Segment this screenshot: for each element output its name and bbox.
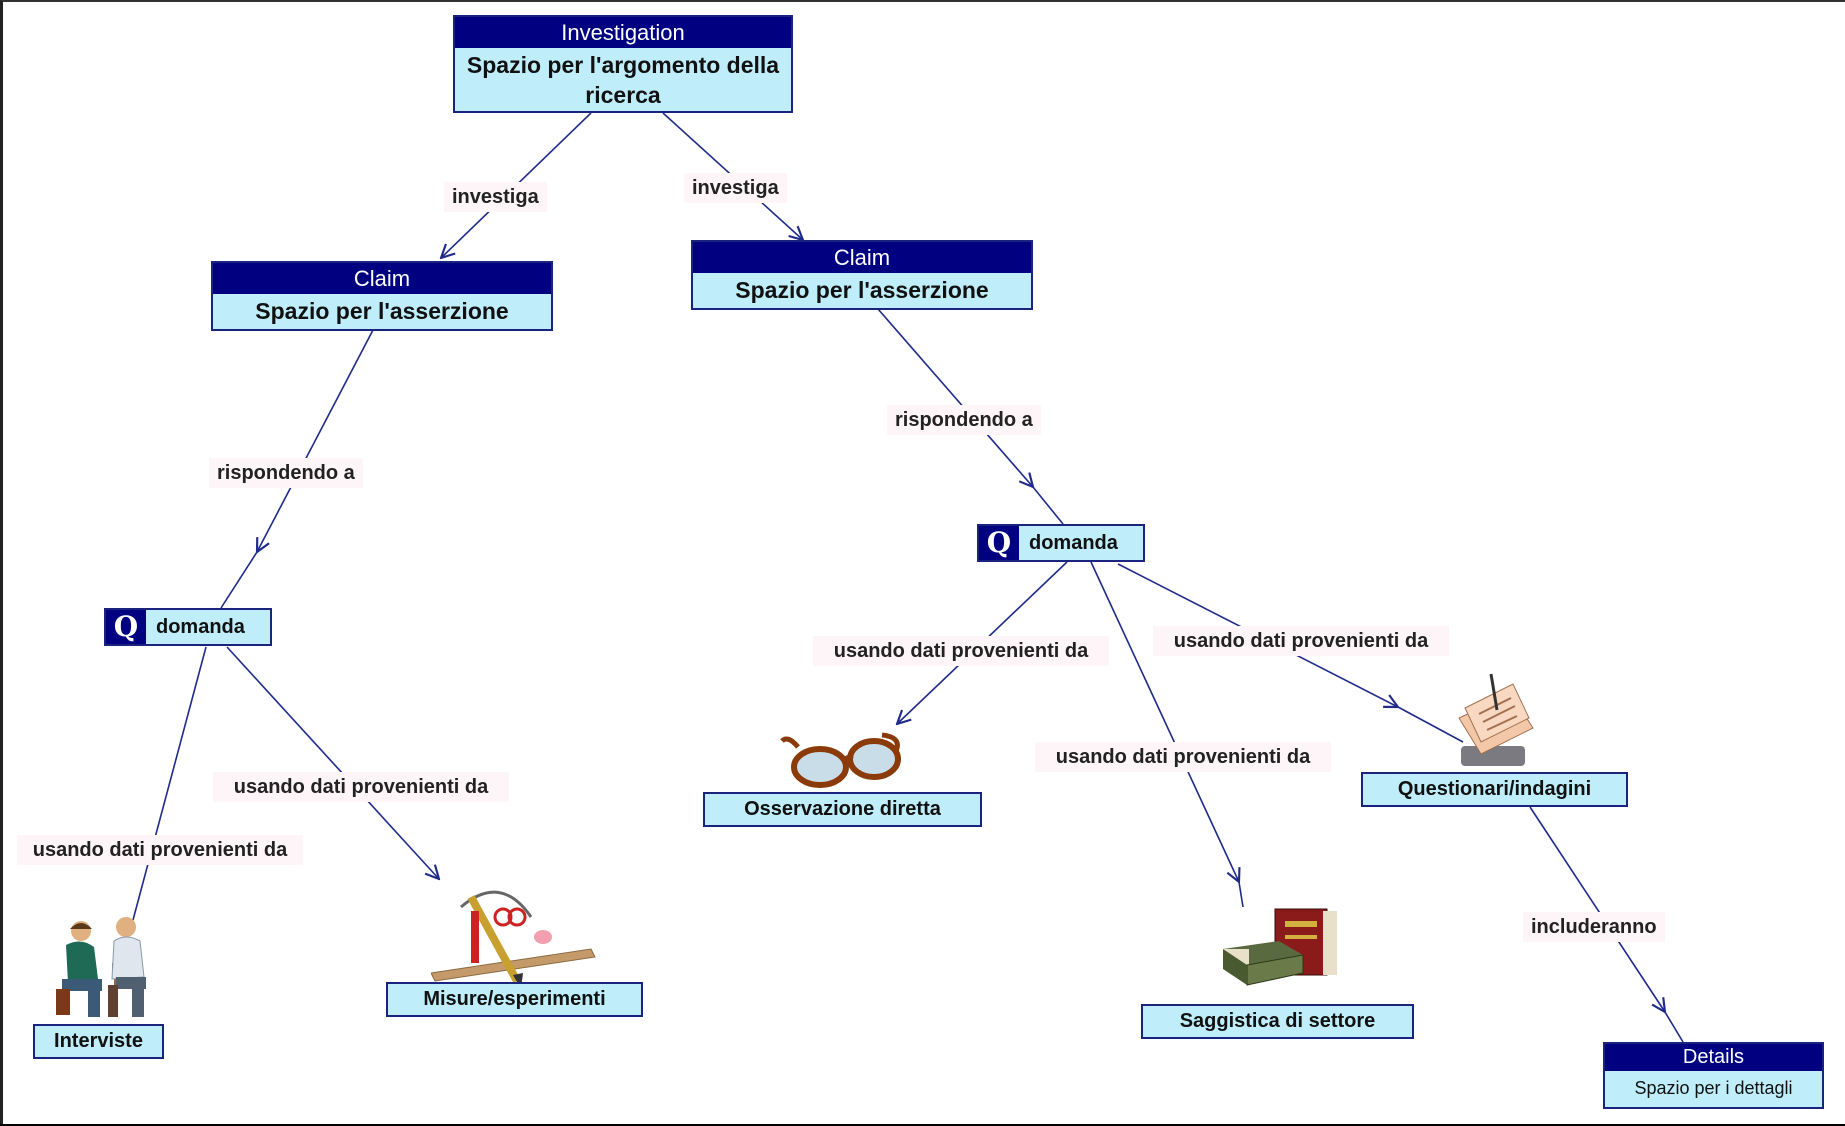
link-label-investiga-right: investiga [684,173,787,203]
q-badge: Q [106,610,146,644]
details-header: Details [1605,1044,1822,1071]
question-node-left[interactable]: Q domanda [104,608,272,646]
investigation-node[interactable]: Investigation Spazio per l'argomento del… [453,15,793,113]
link-label-usando-misure: usando dati provenienti da [213,772,509,802]
link-claim-domanda-left [257,329,374,552]
paper-forms-icon [1458,673,1534,766]
claim-text: Spazio per l'asserzione [255,298,509,324]
people-interview-icon [56,917,146,1017]
connector-lines [132,112,1684,1043]
leaf-misure[interactable]: Misure/esperimenti [386,982,643,1017]
question-node-right[interactable]: Q domanda [977,524,1145,562]
details-node[interactable]: Details Spazio per i dettagli [1603,1042,1824,1109]
link-domanda-saggistica [1090,561,1239,882]
investigation-text: Spazio per l'argomento della ricerca [466,52,780,108]
leaf-interviste[interactable]: Interviste [33,1024,164,1059]
link-label-usando-interviste: usando dati provenienti da [17,835,303,865]
link-label-usando-osservazione: usando dati provenienti da [813,636,1109,666]
link-claim-domanda-left-tail [220,551,258,609]
claim-text: Spazio per l'asserzione [735,277,989,303]
link-label-rispondendo-right: rispondendo a [887,405,1041,435]
claim-header: Claim [213,263,551,294]
link-domanda-saggistica-tail [1238,881,1244,908]
claim-node-left[interactable]: Claim Spazio per l'asserzione [211,261,553,331]
investigation-header: Investigation [455,17,791,48]
eyeglasses-icon [780,732,901,788]
link-label-investiga-left: investiga [444,182,547,212]
link-claim-domanda-right-tail [1032,486,1064,525]
q-badge: Q [979,526,1019,560]
claim-header: Claim [693,242,1031,273]
leaf-questionari[interactable]: Questionari/indagini [1361,772,1628,807]
question-text: domanda [156,616,245,638]
drafting-tools-icon [431,890,596,987]
link-questionari-details-tail [1664,1011,1684,1043]
details-text: Spazio per i dettagli [1634,1078,1793,1098]
link-claim-domanda-right [877,308,1033,487]
link-label-usando-questionari: usando dati provenienti da [1153,626,1449,656]
books-icon [1223,908,1337,986]
claim-node-right[interactable]: Claim Spazio per l'asserzione [691,240,1033,310]
link-label-usando-saggistica: usando dati provenienti da [1035,742,1331,772]
link-label-includeranno: includeranno [1523,912,1665,942]
leaf-saggistica[interactable]: Saggistica di settore [1141,1004,1414,1039]
link-label-rispondendo-left: rispondendo a [209,458,363,488]
link-domanda-misure [226,646,439,879]
link-questionari-details [1529,806,1665,1012]
leaf-osservazione[interactable]: Osservazione diretta [703,792,982,827]
link-domanda-questionari-tail [1397,706,1464,743]
link-domanda-interviste [132,646,207,921]
question-text: domanda [1029,532,1118,554]
